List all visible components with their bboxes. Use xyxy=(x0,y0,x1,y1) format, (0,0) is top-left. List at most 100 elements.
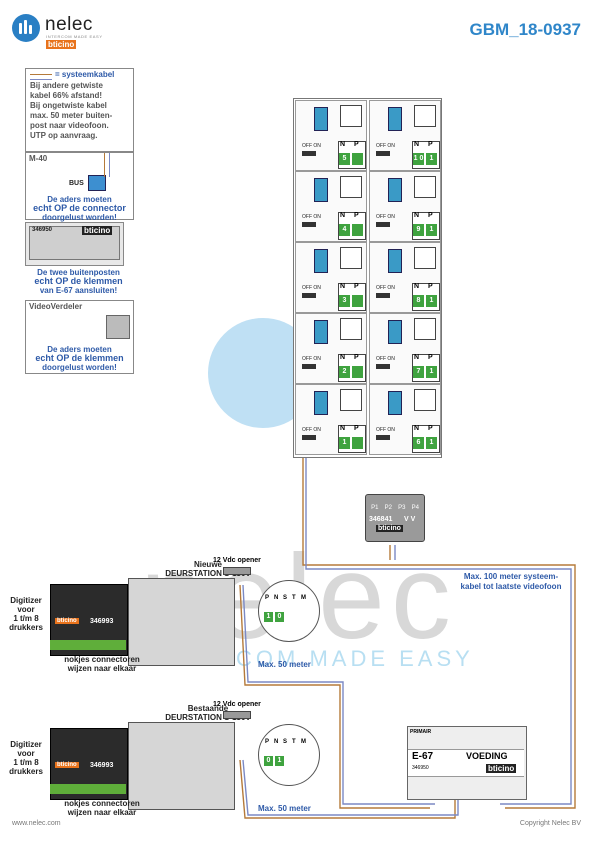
digitizer-label-line: Digitizer xyxy=(10,596,42,605)
splitter-caption: doorgelust worden! xyxy=(42,363,117,372)
digitizer-label-line: drukkers xyxy=(9,767,43,776)
offon-label: OFF ON xyxy=(302,427,321,433)
jumper-zoom xyxy=(258,724,320,786)
distributor-vv: V V xyxy=(404,516,416,523)
distributor-port: P2 xyxy=(384,505,392,511)
offon-label: OFF ON xyxy=(302,214,321,220)
distributor-code: 346841 xyxy=(369,516,393,523)
offon-switch-icon xyxy=(302,364,316,369)
offon-switch-icon xyxy=(376,293,390,298)
psu-title: VOEDING xyxy=(466,751,508,761)
address-p-value: 1 xyxy=(426,153,437,165)
jumper-label: T xyxy=(292,739,296,745)
psu-model: E-67 xyxy=(412,751,434,762)
system-cable-note: = systeemkabel Bij andere getwiste kabel… xyxy=(25,68,134,152)
psu-brand: bticino xyxy=(486,764,517,773)
cable-legend-icon xyxy=(30,74,52,80)
terminal-block-icon xyxy=(388,178,402,202)
video-distributor: P1 P2 P3 P4 346841 V V bticino xyxy=(365,494,425,542)
digitizer-brand: bticino xyxy=(55,618,79,624)
connector-note-line: wijzen naar elkaar xyxy=(67,808,137,817)
connector-note-line: nokjes connectoren xyxy=(64,655,140,664)
address-col-n: N xyxy=(414,212,420,219)
logo-tagline: INTERCOM MADE EASY xyxy=(46,34,103,39)
videophone-icon xyxy=(340,247,362,269)
video-splitter-note: VideoVerdeler De aders moeten echt OP de… xyxy=(25,300,134,374)
address-col-n: N xyxy=(340,283,346,290)
psu-primary-label: PRIMAIR xyxy=(410,729,432,735)
e67-caption: De twee buitenposten xyxy=(37,268,120,277)
address-n-value: 4 xyxy=(339,224,350,236)
address-col-p: P xyxy=(354,212,359,219)
address-n-value: 1 xyxy=(339,437,350,449)
jumper-label: T xyxy=(292,595,296,601)
video-splitter-title: VideoVerdeler xyxy=(29,302,83,311)
door-opener-icon xyxy=(223,711,251,719)
videophone-icon xyxy=(414,105,436,127)
address-p-value: 1 xyxy=(426,224,437,236)
offon-label: OFF ON xyxy=(376,356,395,362)
terminal-block-icon xyxy=(314,249,328,273)
offon-switch-icon xyxy=(376,222,390,227)
videophone-icon xyxy=(414,318,436,340)
offon-switch-icon xyxy=(376,435,390,440)
address-col-p: P xyxy=(428,212,433,219)
address-n-value: 5 xyxy=(339,153,350,165)
digitizer-terminals xyxy=(50,640,126,650)
footer-copyright: Copyright Nelec BV xyxy=(519,820,581,827)
jumper-value: 0 xyxy=(264,756,273,766)
jumper-zoom xyxy=(258,580,320,642)
offon-label: OFF ON xyxy=(376,214,395,220)
address-p-value xyxy=(352,366,363,378)
distributor-port: P1 xyxy=(371,505,379,511)
jumper-value: 1 xyxy=(264,612,273,622)
cable-note-line: post naar videofoon. xyxy=(30,121,109,130)
digitizer-label-line: voor xyxy=(17,749,35,758)
e67-module-brand: bticino xyxy=(82,226,113,235)
address-col-p: P xyxy=(354,283,359,290)
address-n-value: 9 xyxy=(413,224,424,236)
videophone-icon xyxy=(414,389,436,411)
m40-caption: De aders moeten xyxy=(47,195,112,204)
address-p-value xyxy=(352,437,363,449)
footer-website: www.nelec.com xyxy=(12,820,61,827)
cable-note-line: max. 50 meter buiten- xyxy=(30,111,113,120)
digitizer-terminals xyxy=(50,784,126,794)
offon-switch-icon xyxy=(302,435,316,440)
address-col-p: P xyxy=(428,425,433,432)
address-col-n: N xyxy=(414,354,420,361)
terminal-block-icon xyxy=(388,320,402,344)
address-col-n: N xyxy=(414,141,420,148)
door-station-title-line: DEURSTATION S-130V xyxy=(165,713,251,722)
address-col-p: P xyxy=(428,283,433,290)
videophone-icon xyxy=(340,176,362,198)
terminal-block-icon xyxy=(388,391,402,415)
door-station-title-line: Bestaande xyxy=(187,704,229,713)
videophone-icon xyxy=(340,105,362,127)
cable-note-line: UTP op aanvraag. xyxy=(30,131,98,140)
jumper-label: M xyxy=(301,739,306,745)
address-col-n: N xyxy=(340,354,346,361)
e67-caption: van E-67 aansluiten! xyxy=(39,286,118,295)
door-station-title-line: DEURSTATION S-130V xyxy=(165,569,251,578)
address-n-value: 8 xyxy=(413,295,424,307)
splitter-caption: echt OP de klemmen xyxy=(35,353,124,363)
opener-label: 12 Vdc opener xyxy=(213,701,261,708)
connector-note-line: nokjes connectoren xyxy=(64,799,140,808)
address-n-value: 3 xyxy=(339,295,350,307)
address-n-value: 2 xyxy=(339,366,350,378)
max50-label: Max. 50 meter xyxy=(258,660,311,669)
address-p-value: 1 xyxy=(426,295,437,307)
digitizer-brand: bticino xyxy=(55,762,79,768)
max100-label: Max. 100 meter systeem- kabel tot laatst… xyxy=(446,572,576,592)
distributor-brand: bticino xyxy=(376,525,403,532)
